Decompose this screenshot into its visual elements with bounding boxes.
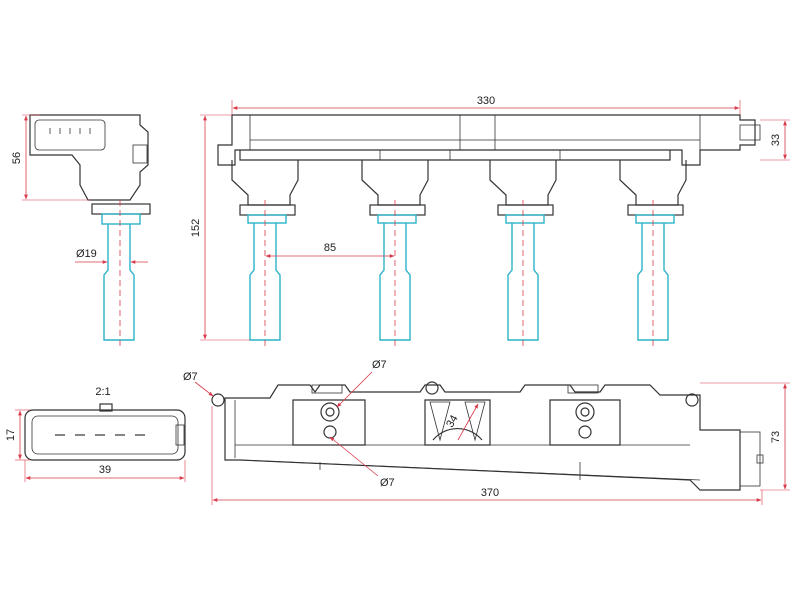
side-view (29, 114, 151, 350)
hole-bottom-label: Ø7 (380, 477, 395, 489)
hole-bottom-dimension: Ø7 (329, 436, 395, 489)
pitch-85-dimension: 85 (265, 242, 395, 258)
height-33-label: 33 (770, 134, 782, 146)
mount-hole-right (685, 393, 699, 407)
radius-dimension: 34 (444, 403, 479, 441)
hole-mid-label: Ø7 (372, 359, 387, 371)
front-view (217, 114, 761, 350)
boot-diameter-label: Ø19 (76, 248, 97, 260)
coil-tower-2 (361, 160, 429, 341)
hole-left-dimension: Ø7 (183, 371, 214, 397)
radius-label: 34 (444, 413, 461, 430)
height-152-dimension: 152 (190, 114, 250, 341)
side-connector-pins (49, 128, 91, 134)
height-73-label: 73 (770, 431, 782, 443)
hole-mid-dimension: Ø7 (336, 359, 387, 408)
height-33-dimension: 33 (760, 119, 790, 161)
mount-hole-top (425, 381, 439, 395)
connector-detail: 2:1 (24, 386, 186, 461)
height-73-dimension: 73 (700, 382, 790, 491)
boot-diameter-dimension: Ø19 (75, 248, 148, 264)
connector-width-label: 39 (99, 464, 111, 476)
pitch-85-label: 85 (324, 242, 336, 254)
connector-width-dimension: 39 (24, 460, 186, 482)
bottom-view (211, 381, 764, 491)
side-height-dimension: 56 (11, 114, 90, 201)
side-height-label: 56 (11, 152, 23, 164)
length-370-label: 370 (481, 487, 499, 499)
connector-scale-label: 2:1 (95, 386, 110, 398)
tower-pad-center (424, 399, 491, 446)
length-330-label: 330 (477, 95, 495, 107)
hole-left-label: Ø7 (183, 371, 198, 383)
mount-hole-left (211, 393, 225, 407)
length-370-dimension: 370 (211, 406, 763, 505)
tower-pad-1 (292, 399, 366, 446)
height-152-label: 152 (190, 219, 202, 237)
length-330-dimension: 330 (231, 95, 741, 115)
connector-height-label: 17 (5, 429, 17, 441)
tower-pad-3 (549, 399, 621, 446)
connector-height-dimension: 17 (5, 409, 30, 461)
